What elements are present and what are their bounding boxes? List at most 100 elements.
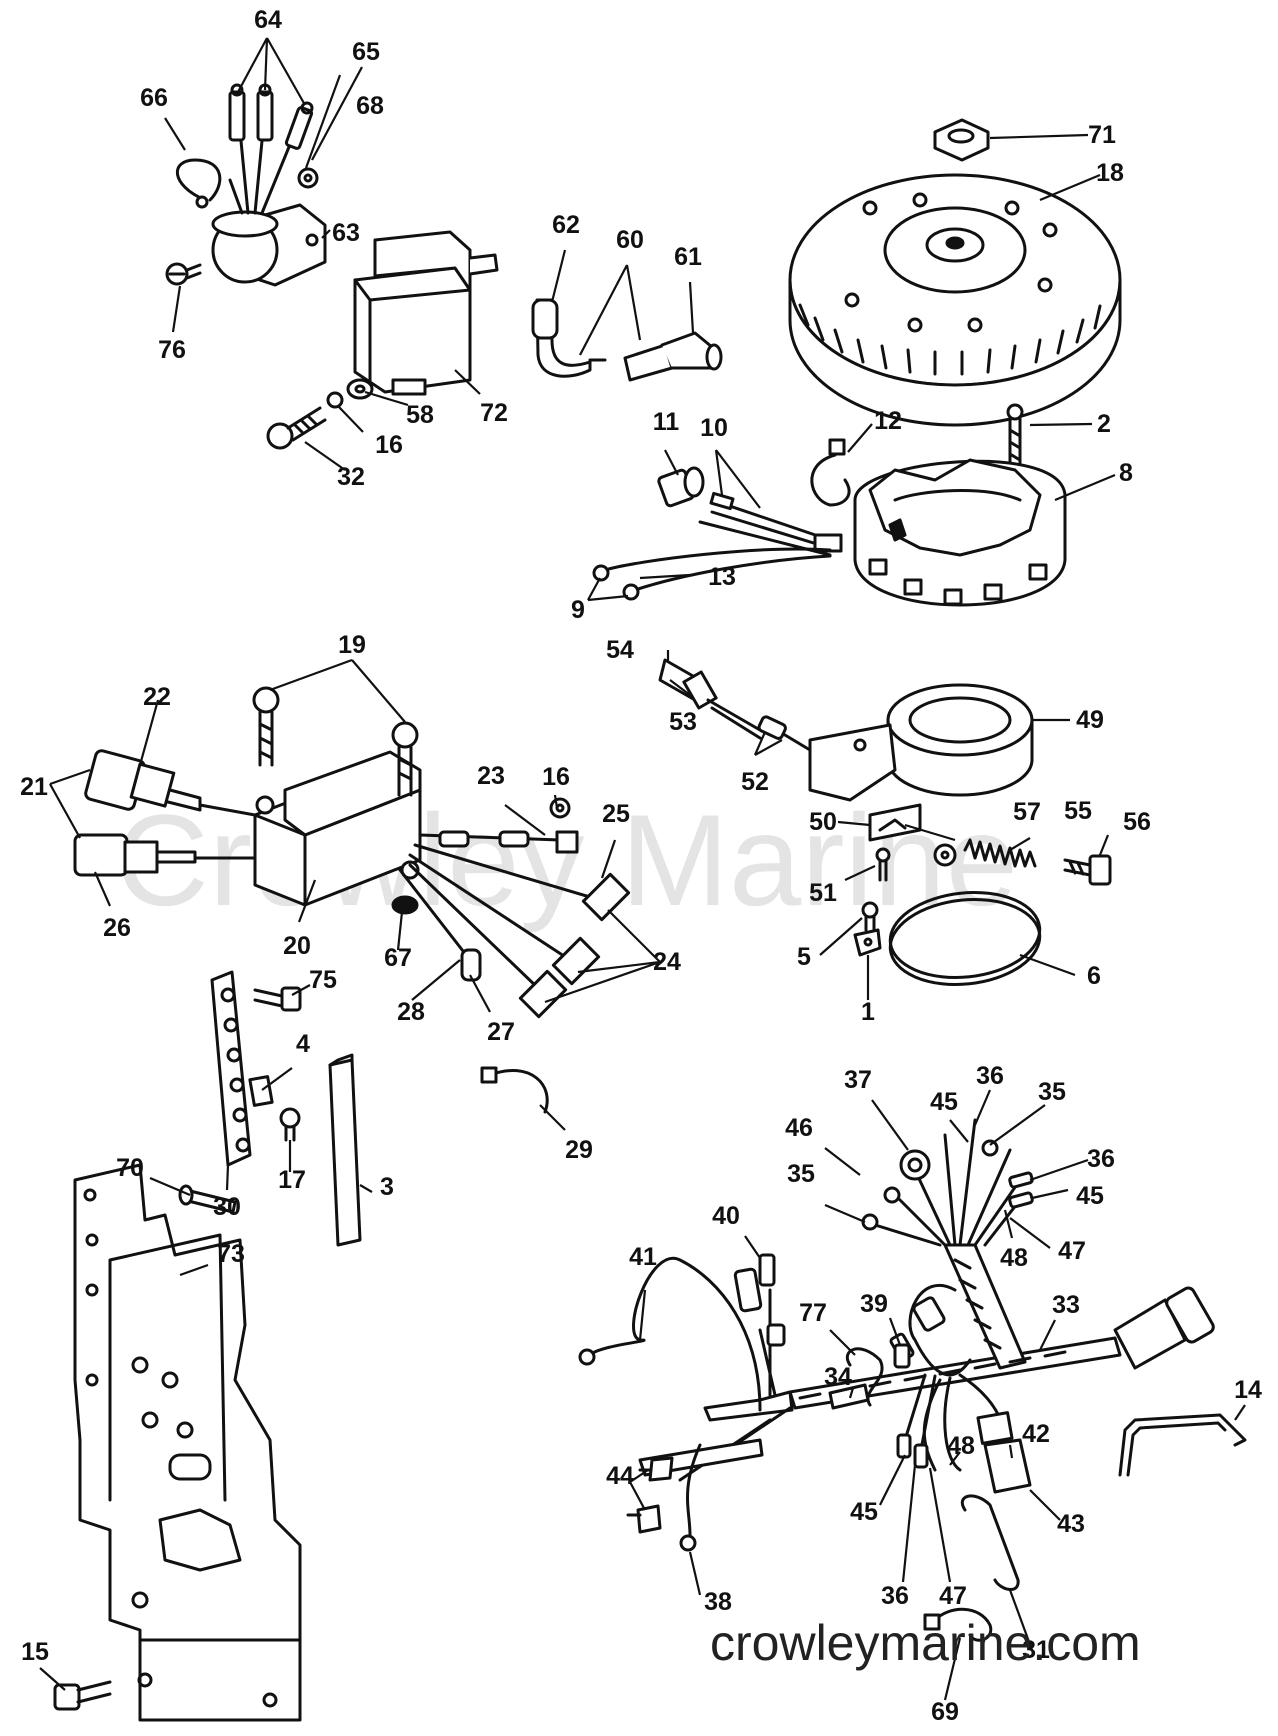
callout-29: 29 — [565, 1136, 593, 1164]
callout-9: 9 — [571, 596, 585, 624]
callout-62: 62 — [552, 211, 580, 239]
callout-15: 15 — [21, 1638, 49, 1666]
callout-32: 32 — [337, 463, 365, 491]
callout-43: 43 — [1057, 1510, 1085, 1538]
callout-56: 56 — [1123, 808, 1151, 836]
washer-67 — [391, 895, 419, 915]
callout-44: 44 — [606, 1462, 634, 1490]
washer-58 — [346, 378, 374, 400]
spark-plug-boot-61 — [623, 331, 723, 382]
clip-31 — [961, 1494, 1020, 1591]
clamp-69 — [923, 1607, 993, 1642]
callout-8: 8 — [1119, 459, 1133, 487]
lockwasher-16-mid — [549, 797, 571, 819]
clip-4 — [248, 1075, 274, 1107]
callout-72: 72 — [480, 399, 508, 427]
flywheel-nut-71 — [933, 118, 990, 162]
callout-49: 49 — [1076, 706, 1104, 734]
screw-15 — [53, 1680, 112, 1711]
callout-36-a: 36 — [976, 1062, 1004, 1090]
callout-76: 76 — [158, 336, 186, 364]
screw-19-a — [252, 686, 280, 767]
callout-34: 34 — [824, 1363, 852, 1391]
timer-base-49 — [808, 683, 1034, 802]
callout-58: 58 — [406, 401, 434, 429]
screw-56 — [1063, 854, 1112, 886]
callout-48-b: 48 — [947, 1432, 975, 1460]
callout-41: 41 — [629, 1243, 657, 1271]
callout-1: 1 — [861, 998, 875, 1026]
flywheel-18 — [788, 173, 1122, 427]
nut-68 — [297, 167, 319, 189]
strip-3 — [328, 1053, 362, 1247]
callout-20: 20 — [283, 932, 311, 960]
callout-75: 75 — [309, 966, 337, 994]
callout-60: 60 — [616, 226, 644, 254]
callout-26: 26 — [103, 914, 131, 942]
callout-12: 12 — [874, 407, 902, 435]
callout-39: 39 — [860, 1290, 888, 1318]
screw-51 — [875, 847, 891, 882]
callout-3: 3 — [380, 1173, 394, 1201]
callout-52: 52 — [741, 768, 769, 796]
harness-branch-leads — [861, 1118, 1034, 1377]
callout-28: 28 — [397, 998, 425, 1026]
connector-22 — [84, 749, 257, 817]
callout-70: 70 — [116, 1154, 144, 1182]
callout-40: 40 — [712, 1202, 740, 1230]
callout-69: 69 — [931, 1698, 959, 1726]
terminal-strip-30 — [210, 970, 252, 1167]
callout-45-b: 45 — [1076, 1182, 1104, 1210]
spring-55 — [963, 838, 1037, 868]
callout-19: 19 — [338, 631, 366, 659]
callout-18: 18 — [1096, 159, 1124, 187]
spark-plug-boot-62 — [531, 298, 607, 378]
screw-2 — [1006, 403, 1024, 472]
mounting-plate-73 — [73, 1163, 302, 1722]
site-url[interactable]: crowleymarine.com — [710, 1615, 1141, 1671]
screw-32 — [266, 406, 327, 450]
screw-5 — [861, 901, 879, 932]
callout-17: 17 — [278, 1166, 306, 1194]
callout-27: 27 — [487, 1018, 515, 1046]
screw-19-b — [391, 721, 419, 797]
screw-75 — [253, 986, 302, 1012]
callout-35-b: 35 — [787, 1160, 815, 1188]
callout-36-c: 36 — [881, 1582, 909, 1610]
callout-46: 46 — [785, 1114, 813, 1142]
callout-21: 21 — [20, 773, 48, 801]
callout-47-a: 47 — [1058, 1237, 1086, 1265]
callout-25: 25 — [602, 800, 630, 828]
callout-4: 4 — [296, 1030, 310, 1058]
lockwasher-16-top — [326, 391, 344, 409]
callout-57: 57 — [1013, 798, 1041, 826]
clamp-29 — [480, 1066, 549, 1114]
callout-31: 31 — [1022, 1636, 1050, 1664]
callout-77: 77 — [799, 1299, 827, 1327]
stator-leads-9-10-13 — [592, 466, 843, 601]
sensor-leads-52-53-54 — [658, 658, 812, 752]
callout-42: 42 — [1022, 1420, 1050, 1448]
callout-33: 33 — [1052, 1291, 1080, 1319]
callout-23: 23 — [477, 762, 505, 790]
callout-66: 66 — [140, 84, 168, 112]
screw-17 — [279, 1107, 301, 1142]
callout-35-a: 35 — [1038, 1078, 1066, 1106]
callout-51: 51 — [809, 879, 837, 907]
callout-61: 61 — [674, 243, 702, 271]
callout-5: 5 — [797, 943, 811, 971]
screw-76 — [165, 262, 202, 286]
power-pack-20 — [253, 750, 422, 907]
callout-73: 73 — [217, 1240, 245, 1268]
callout-67: 67 — [384, 944, 412, 972]
callout-63: 63 — [332, 219, 360, 247]
clip-77 — [845, 1347, 884, 1407]
callout-50: 50 — [809, 808, 837, 836]
callout-2: 2 — [1097, 410, 1111, 438]
clip-1 — [853, 928, 882, 957]
callout-22: 22 — [143, 683, 171, 711]
stator-8 — [853, 458, 1067, 607]
callout-54: 54 — [606, 636, 634, 664]
